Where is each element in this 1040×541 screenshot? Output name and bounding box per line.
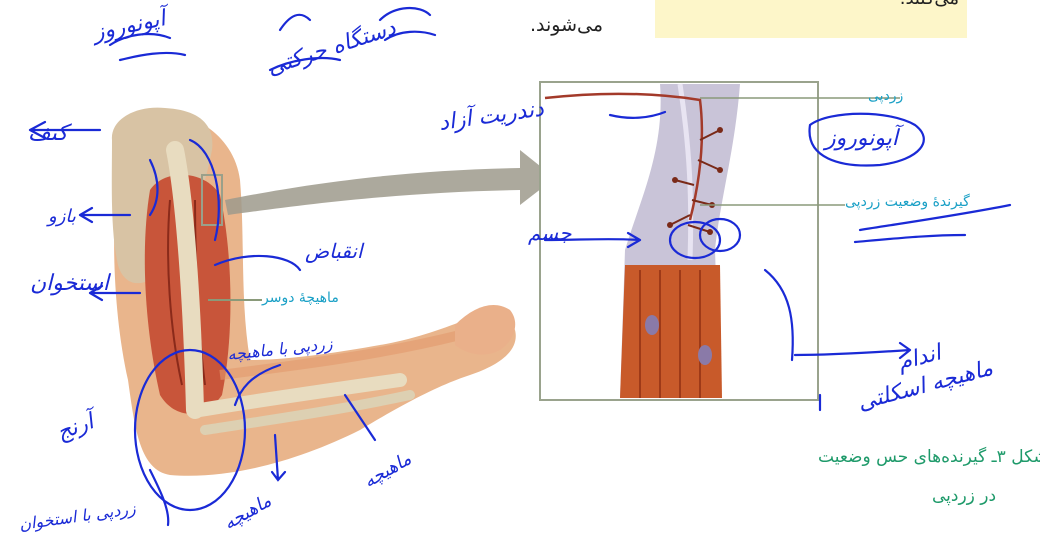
label-tendon: زردپی bbox=[868, 88, 903, 104]
label-biceps: ماهیچهٔ دوسر bbox=[262, 290, 339, 306]
svg-text:آپونوروز: آپونوروز bbox=[822, 124, 905, 151]
svg-text:ماهیچه: ماهیچه bbox=[360, 448, 415, 492]
svg-text:آرنج: آرنج bbox=[53, 405, 104, 445]
svg-text:زردپی با استخوان: زردپی با استخوان bbox=[18, 499, 137, 534]
svg-text:بازو: بازو bbox=[46, 206, 76, 227]
svg-text:استخوان: استخوان bbox=[30, 271, 112, 296]
svg-text:دندریت آزاد: دندریت آزاد bbox=[437, 94, 545, 135]
svg-text:آپونوروز: آپونوروز bbox=[88, 3, 175, 47]
svg-text:ماهیچه: ماهیچه bbox=[220, 490, 275, 534]
magnification-arrow bbox=[225, 150, 555, 215]
svg-text:انقباض: انقباض bbox=[305, 239, 365, 263]
figure-caption-line1: شکل ۳ـ گیرنده‌های حس وضعیت bbox=[818, 447, 1040, 467]
label-tendon-receptor: گیرندهٔ وضعیت زردپی bbox=[845, 194, 970, 210]
svg-text:جسم: جسم bbox=[528, 221, 572, 245]
svg-text:کتف: کتف bbox=[28, 121, 72, 146]
figure-caption-line2: در زردپی bbox=[932, 486, 996, 506]
